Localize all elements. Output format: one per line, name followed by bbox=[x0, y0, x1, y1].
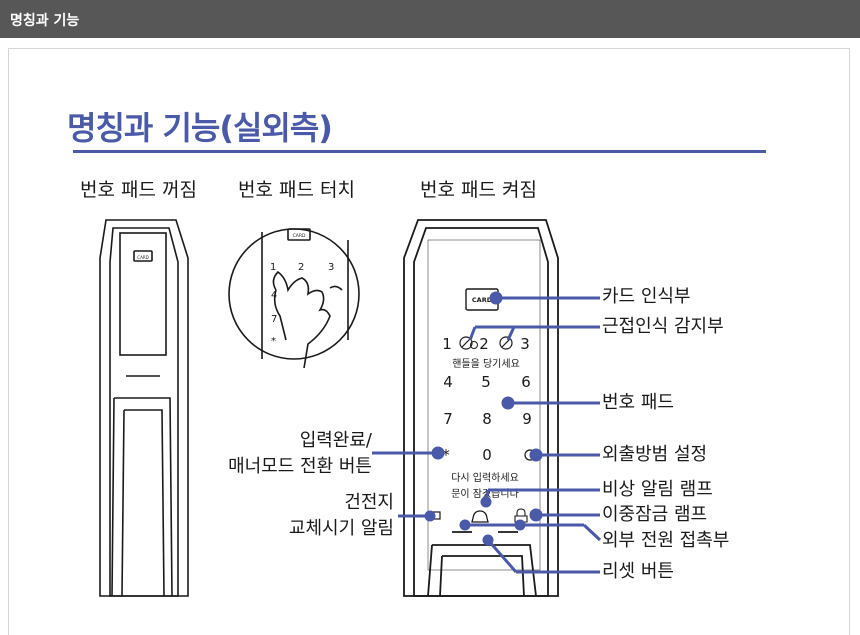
label-battery-1: 건전지 bbox=[344, 492, 394, 513]
label-double-lock-lamp: 이중잠금 램프 bbox=[602, 504, 708, 525]
top-header-bar: 명칭과 기능 bbox=[0, 0, 860, 38]
touch-key-1: 1 bbox=[270, 262, 276, 273]
key-0: 0 bbox=[482, 446, 492, 464]
lock-off-figure bbox=[99, 219, 189, 597]
label-keypad: 번호 패드 bbox=[602, 392, 674, 413]
touch-key-3: 3 bbox=[328, 262, 334, 273]
key-7: 7 bbox=[443, 410, 453, 428]
label-reset-button: 리셋 버튼 bbox=[602, 561, 674, 582]
touch-key-4: 4 bbox=[271, 290, 277, 301]
label-battery-2: 교체시기 알림 bbox=[288, 518, 394, 539]
section-title: 명칭과 기능(실외측) bbox=[67, 109, 333, 147]
proximity-sensor-marks bbox=[459, 336, 513, 350]
key-2: 2 bbox=[479, 335, 489, 353]
lock-touch-figure bbox=[228, 228, 360, 369]
view-heading-on: 번호 패드 켜짐 bbox=[420, 179, 537, 201]
label-emergency-lamp: 비상 알림 램프 bbox=[602, 479, 713, 500]
touch-key-2: 2 bbox=[298, 262, 304, 273]
label-away-mode: 외출방범 설정 bbox=[602, 444, 708, 465]
label-input-done-2: 매너모드 전환 버튼 bbox=[228, 456, 372, 477]
key-4: 4 bbox=[443, 373, 453, 391]
key-star: * bbox=[442, 446, 450, 464]
msg-line-1: 다시 입력하세요 bbox=[451, 471, 519, 484]
key-6: 6 bbox=[521, 373, 531, 391]
touch-key-7: 7 bbox=[271, 314, 277, 325]
lock-off-card-text: CARD bbox=[137, 255, 148, 260]
key-5: 5 bbox=[481, 373, 491, 391]
lock-icon bbox=[514, 508, 528, 523]
callout-leaders bbox=[372, 291, 602, 574]
title-underline bbox=[73, 150, 766, 153]
lock-on-figure bbox=[403, 219, 559, 597]
label-input-done-1: 입력완료/ bbox=[299, 430, 372, 451]
key-3: 3 bbox=[520, 335, 530, 353]
touch-key-star: * bbox=[271, 336, 276, 347]
label-card-reader: 카드 인식부 bbox=[602, 286, 691, 307]
key-8: 8 bbox=[482, 410, 492, 428]
label-external-power: 외부 전원 접촉부 bbox=[602, 530, 730, 551]
view-heading-off: 번호 패드 꺼짐 bbox=[80, 179, 197, 201]
lock-card-text: CARD bbox=[472, 296, 493, 304]
view-heading-touch: 번호 패드 터치 bbox=[238, 179, 355, 201]
keypad-hint: 핸들을 당기세요 bbox=[452, 358, 520, 370]
header-title: 명칭과 기능 bbox=[10, 13, 80, 29]
key-1: 1 bbox=[442, 335, 452, 353]
label-proximity-sensor: 근접인식 감지부 bbox=[602, 316, 724, 337]
touch-card-text: CARD bbox=[293, 233, 306, 239]
key-9: 9 bbox=[522, 410, 532, 428]
